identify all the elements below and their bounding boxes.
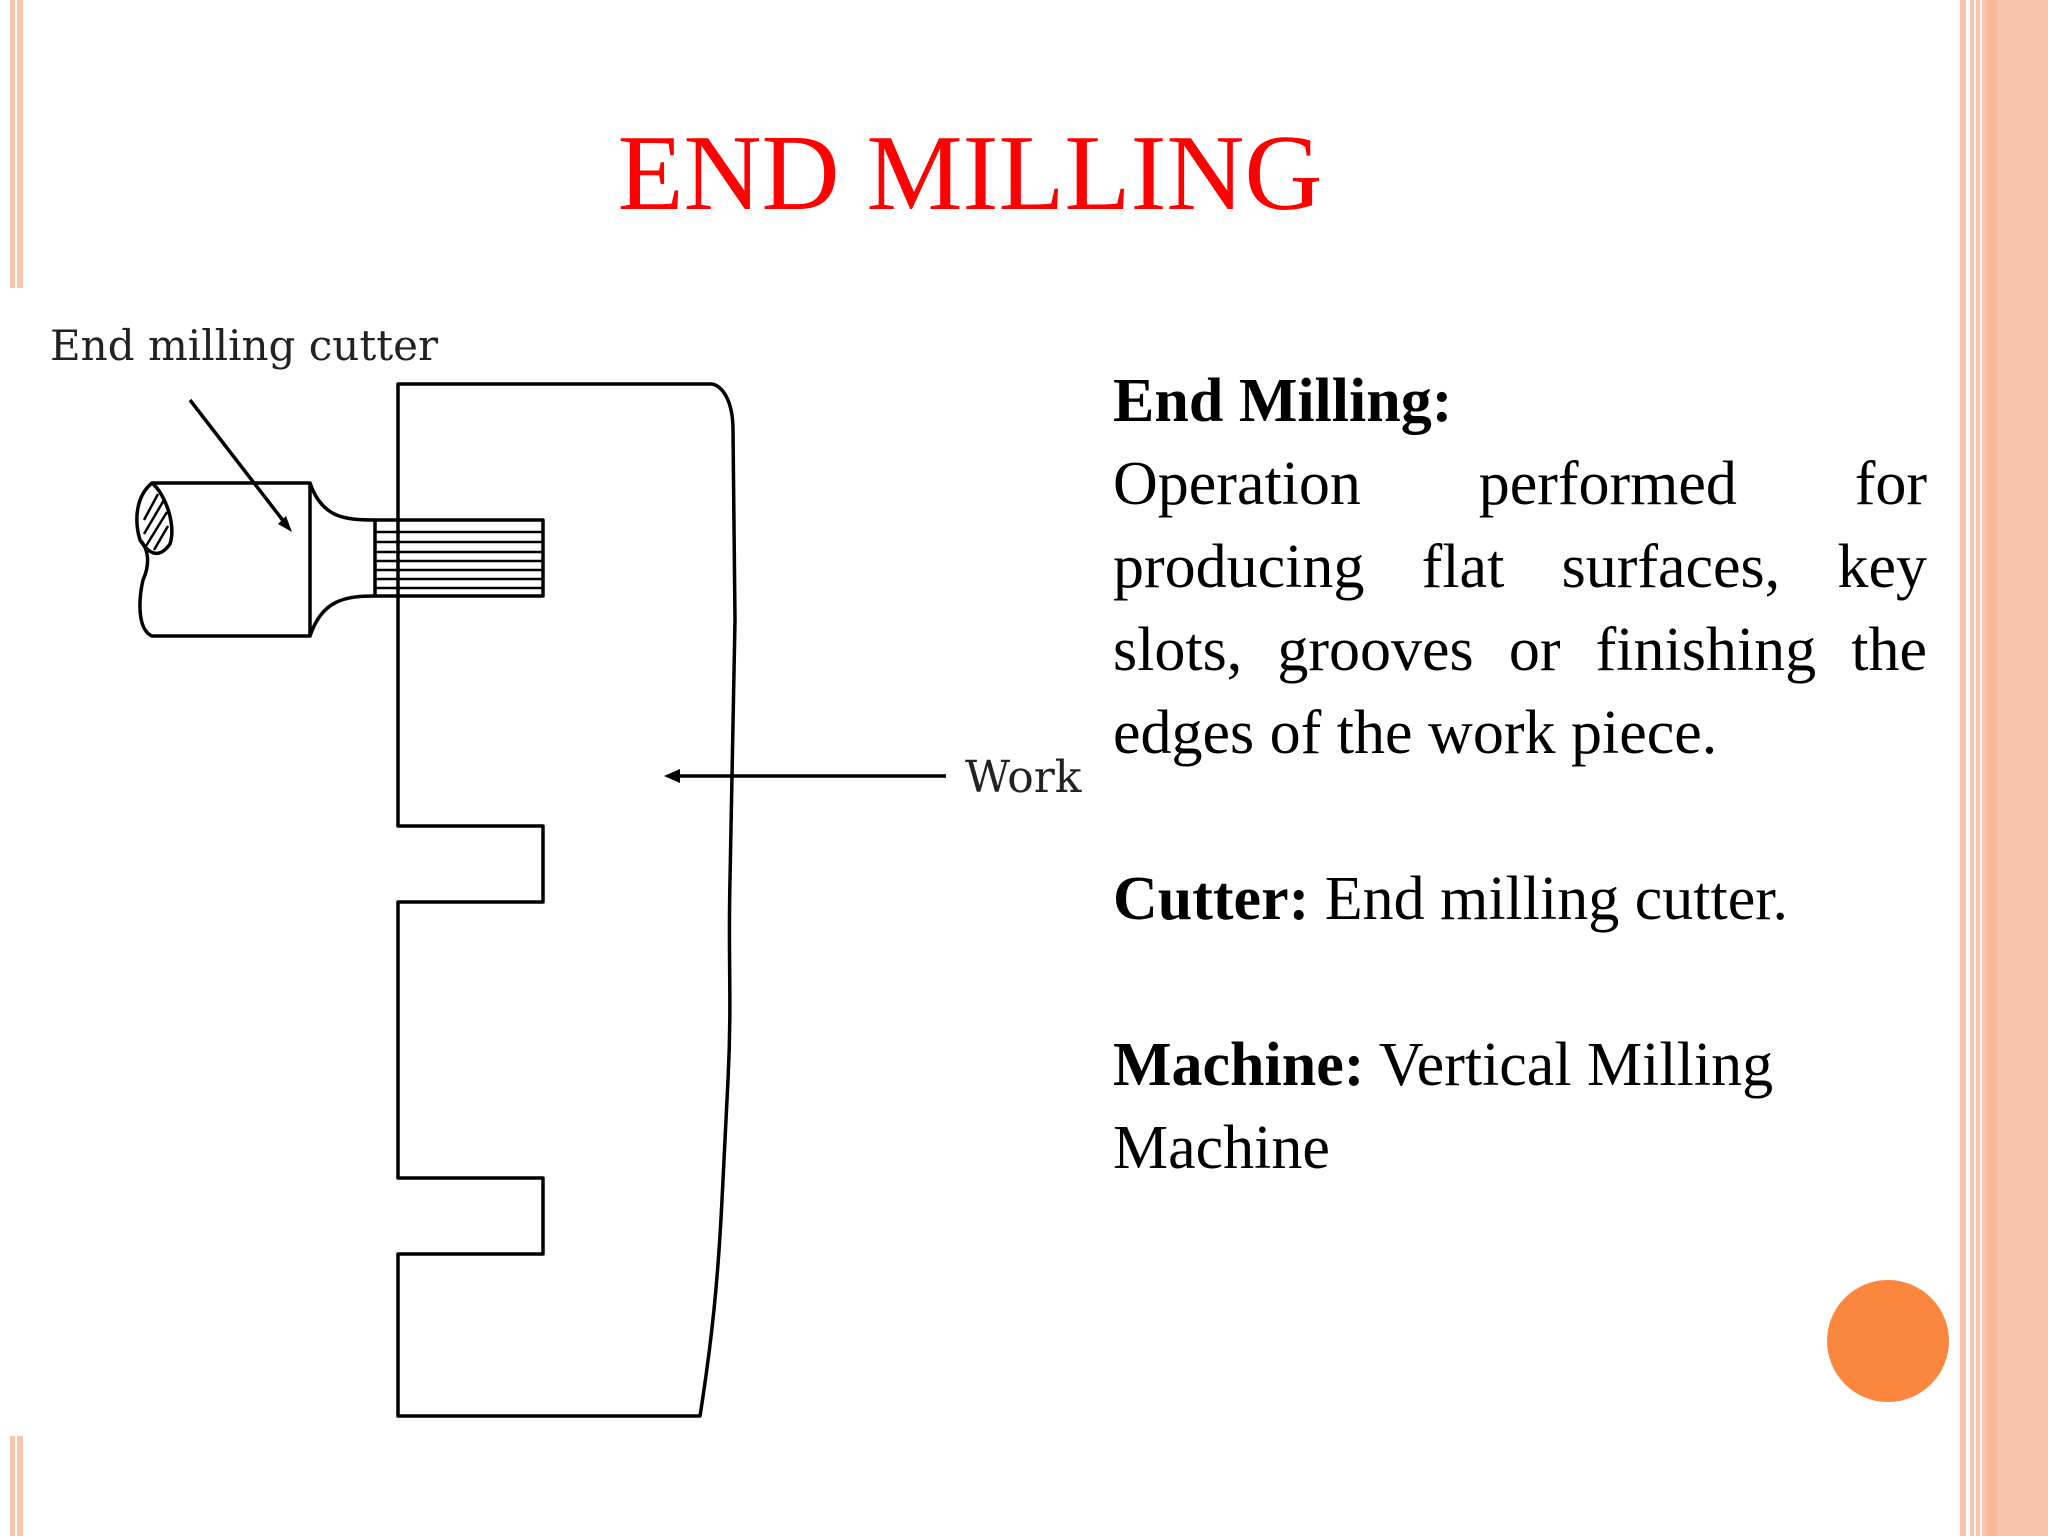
- shank-hatch: [142, 493, 170, 551]
- content-description: Operation performed for producing flat s…: [1113, 450, 1927, 767]
- left-border-top: [10, 0, 23, 288]
- cutter-flutes: [373, 518, 545, 598]
- cutter-pointer: [188, 398, 290, 529]
- work-label: Work: [965, 752, 1082, 803]
- shank-section: [138, 481, 174, 555]
- machine-line: Machine: Vertical Milling Machine: [1113, 1024, 1927, 1190]
- content-heading: End Milling:: [1113, 367, 1453, 435]
- left-border-bottom: [10, 1436, 23, 1536]
- flute-lines: [375, 530, 543, 590]
- cutter-shank: [135, 481, 312, 638]
- end-milling-diagram: End milling cutter Work: [50, 321, 1082, 1418]
- slide-title: END MILLING: [617, 114, 1323, 233]
- content-text: End Milling: Operation performed for pro…: [1113, 360, 1927, 1190]
- cutter-line: Cutter: End milling cutter.: [1113, 858, 1927, 941]
- machine-value: Vertical Milling Machine: [1113, 1031, 1774, 1182]
- cutter-value: End milling cutter.: [1309, 865, 1788, 933]
- cutter-neck: [308, 482, 376, 637]
- pointer-arrowheads: [278, 516, 680, 783]
- right-border-band: [1960, 0, 2048, 1536]
- cutter-term: Cutter:: [1113, 865, 1310, 933]
- workpiece-outline: [396, 382, 737, 1418]
- machine-term: Machine:: [1113, 1031, 1365, 1099]
- decorative-dot: [1827, 1280, 1949, 1402]
- cutter-label: End milling cutter: [50, 321, 439, 370]
